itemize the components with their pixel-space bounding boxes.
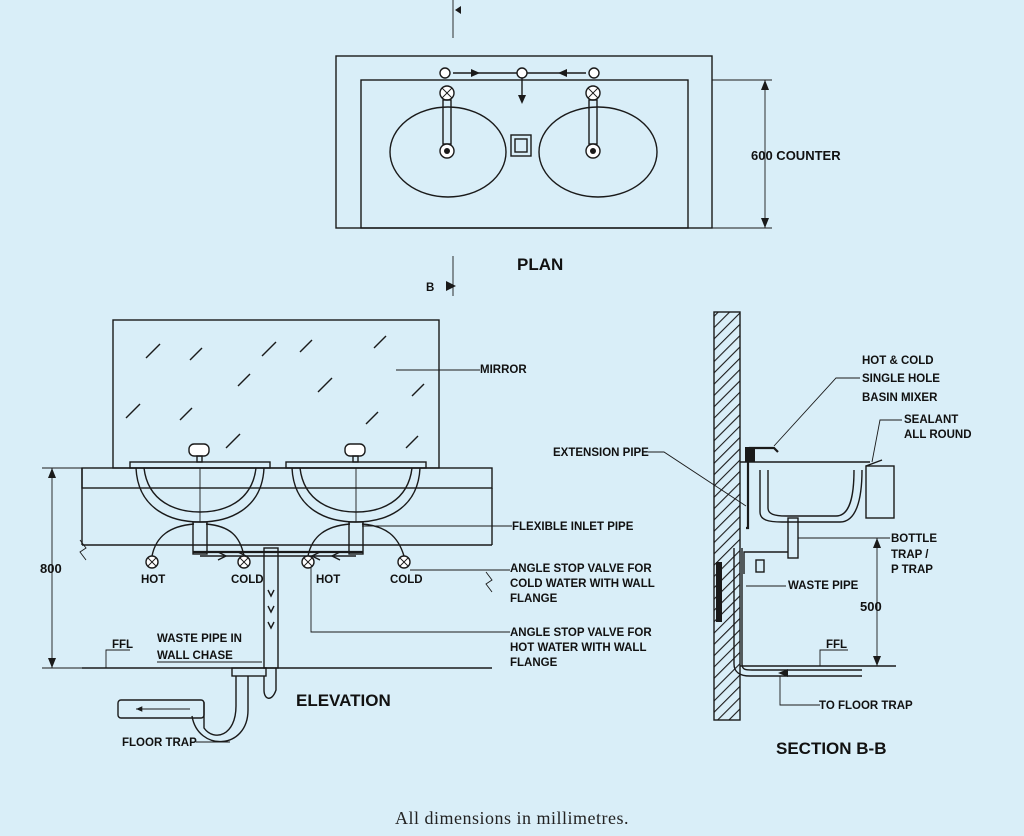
counter-dim-label: 600 COUNTER — [751, 148, 841, 163]
elevation-title: ELEVATION — [296, 691, 391, 710]
ffl-label-section: FFL — [826, 639, 847, 651]
section-title: SECTION B-B — [776, 739, 887, 758]
section-waste-pipes — [716, 462, 862, 677]
mirror-reflections — [125, 335, 425, 449]
cold-label-right: COLD — [390, 574, 423, 586]
plan-tap-right — [585, 85, 601, 159]
section-mixer — [745, 446, 779, 462]
elevation-waste-manifold — [192, 521, 364, 669]
counter-inner — [360, 79, 689, 229]
section-view: HOT & COLD SINGLE HOLE BASIN MIXER SEALA… — [553, 311, 972, 758]
angle-cold-line3: FLANGE — [510, 593, 558, 605]
mixer-line1: HOT & COLD — [862, 355, 934, 367]
elevation-height-label: 800 — [40, 561, 62, 576]
section-cut-top — [452, 0, 461, 38]
valve-cold-left — [237, 555, 251, 569]
to-floor-trap-label: TO FLOOR TRAP — [819, 700, 913, 712]
angle-hot-line3: FLANGE — [510, 657, 558, 669]
mirror-label: MIRROR — [480, 364, 527, 376]
angle-hot-line1: ANGLE STOP VALVE FOR — [510, 627, 652, 639]
basin-left — [389, 106, 507, 198]
plan-view: 600 COUNTER PLAN B — [335, 0, 841, 296]
mixer-line2: SINGLE HOLE — [862, 373, 940, 385]
section-cut-bottom: B — [426, 256, 456, 296]
valve-cold-right — [397, 555, 411, 569]
section-mark-label: B — [426, 282, 434, 294]
section-height-dimension: 500 — [860, 537, 890, 666]
flex-inlet-label: FLEXIBLE INLET PIPE — [512, 521, 634, 533]
basin-right — [538, 106, 658, 198]
angle-cold-line2: COLD WATER WITH WALL — [510, 578, 655, 590]
waste-pipe-label: WASTE PIPE — [788, 580, 859, 592]
section-wall — [713, 311, 741, 721]
extension-pipe-label: EXTENSION PIPE — [553, 447, 649, 459]
hot-label-right: HOT — [316, 574, 340, 586]
elevation-height-dimension: 800 — [40, 467, 82, 669]
sealant-line2: ALL ROUND — [904, 429, 972, 441]
plan-drain-box — [510, 134, 532, 157]
bottle-line1: BOTTLE — [891, 533, 937, 545]
plan-tap-left — [439, 85, 455, 159]
hot-label-left: HOT — [141, 574, 165, 586]
plan-title: PLAN — [517, 255, 563, 274]
elevation-flex-pipes — [151, 523, 405, 557]
valve-hot-left — [145, 555, 159, 569]
section-basin — [740, 459, 895, 523]
elevation-basin-right — [285, 443, 427, 523]
cold-label-left: COLD — [231, 574, 264, 586]
floor-trap — [117, 667, 277, 743]
counter-dimension: 600 COUNTER — [712, 79, 841, 229]
ffl-label-elevation: FFL — [112, 639, 133, 651]
floor-trap-label: FLOOR TRAP — [122, 737, 197, 749]
mixer-line3: BASIN MIXER — [862, 392, 938, 404]
valve-hot-right — [301, 555, 315, 569]
section-height-label: 500 — [860, 599, 882, 614]
bottle-line2: TRAP / — [891, 549, 929, 561]
dimension-note: All dimensions in millimetres. — [395, 808, 629, 828]
elevation-counter — [81, 467, 493, 489]
waste-chase-line1: WASTE PIPE IN — [157, 633, 242, 645]
elevation-basin-left — [129, 443, 271, 523]
elevation-view: MIRROR — [40, 319, 655, 749]
sealant-line1: SEALANT — [904, 414, 958, 426]
plan-supply-line — [439, 67, 600, 104]
angle-hot-line2: HOT WATER WITH WALL — [510, 642, 646, 654]
bottle-line3: P TRAP — [891, 564, 933, 576]
angle-cold-line1: ANGLE STOP VALVE FOR — [510, 563, 652, 575]
waste-chase-line2: WALL CHASE — [157, 650, 233, 662]
